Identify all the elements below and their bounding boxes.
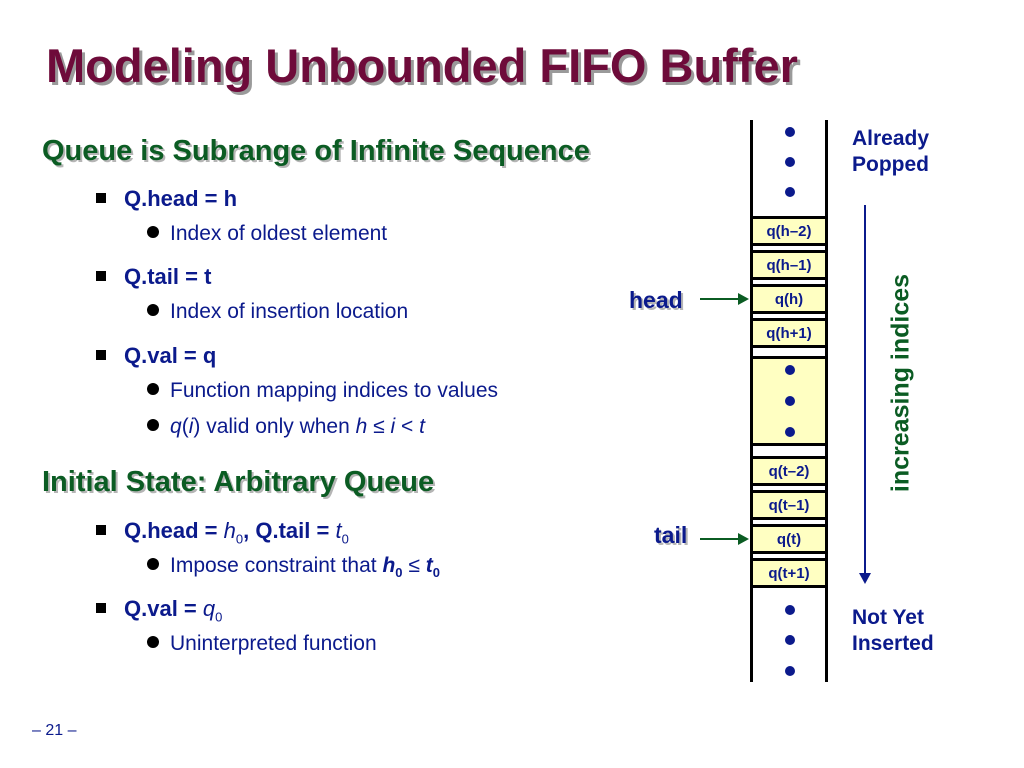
head-pointer-label: head <box>629 287 683 313</box>
cell-q-t-minus-2: q(t–2) <box>750 456 828 486</box>
ellipsis-dot <box>785 157 795 167</box>
round-bullet-icon <box>147 304 159 316</box>
square-bullet-icon <box>96 350 106 360</box>
cell-q-h-minus-1: q(h–1) <box>750 250 828 280</box>
square-bullet-icon <box>96 525 106 535</box>
ellipsis-dot <box>785 666 795 676</box>
round-bullet-icon <box>147 419 159 431</box>
bullet-qhead: Q.head = h <box>96 186 237 212</box>
page-number: – 21 – <box>32 722 77 739</box>
ellipsis-dot <box>785 605 795 615</box>
round-bullet-icon <box>147 558 159 570</box>
not-yet-inserted-label: Not Yet Inserted <box>852 606 934 655</box>
sub-bullet-constraint: Impose constraint that h0 ≤ t0 <box>147 554 440 580</box>
bullet-initial-head-tail: Q.head = h0, Q.tail = t0 <box>96 518 349 546</box>
round-bullet-icon <box>147 383 159 395</box>
bullet-qtail: Q.tail = t <box>96 264 211 290</box>
round-bullet-icon <box>147 636 159 648</box>
square-bullet-icon <box>96 271 106 281</box>
tail-arrow-icon <box>738 533 749 545</box>
bullet-qval: Q.val = q <box>96 343 216 369</box>
cell-q-h: q(h) <box>750 284 828 314</box>
sub-bullet-qhead: Index of oldest element <box>147 222 387 246</box>
sub-bullet-qval-mapping: Function mapping indices to values <box>147 379 498 403</box>
tail-pointer-label: tail <box>654 522 688 548</box>
slide-title: Modeling Unbounded FIFO Buffer <box>46 39 798 92</box>
round-bullet-icon <box>147 226 159 238</box>
tail-arrow-line <box>700 538 738 540</box>
ellipsis-dot <box>785 396 795 406</box>
bullet-initial-val: Q.val = q0 <box>96 596 222 624</box>
down-arrow-icon <box>859 573 871 584</box>
section-heading-initial-state: Initial State: Arbitrary Queue <box>42 466 435 498</box>
ellipsis-dot <box>785 187 795 197</box>
cell-q-t: q(t) <box>750 524 828 554</box>
cell-q-h-plus-1: q(h+1) <box>750 318 828 348</box>
section-heading-queue: Queue is Subrange of Infinite Sequence <box>42 135 590 167</box>
increasing-indices-label: increasing indices <box>886 273 915 493</box>
head-arrow-line <box>700 298 738 300</box>
ellipsis-dot <box>785 635 795 645</box>
ellipsis-dot <box>785 365 795 375</box>
square-bullet-icon <box>96 603 106 613</box>
sub-bullet-qtail: Index of insertion location <box>147 300 408 324</box>
square-bullet-icon <box>96 193 106 203</box>
cell-q-t-plus-1: q(t+1) <box>750 558 828 588</box>
sub-bullet-qval-valid: q(i) valid only when h ≤ i < t <box>147 415 425 439</box>
increasing-indices-arrow-line <box>864 205 866 575</box>
sub-bullet-uninterpreted: Uninterpreted function <box>147 632 377 656</box>
head-arrow-icon <box>738 293 749 305</box>
cell-q-t-minus-1: q(t–1) <box>750 490 828 520</box>
already-popped-label: Already Popped <box>852 127 930 176</box>
ellipsis-dot <box>785 427 795 437</box>
cell-q-h-minus-2: q(h–2) <box>750 216 828 246</box>
ellipsis-dot <box>785 127 795 137</box>
